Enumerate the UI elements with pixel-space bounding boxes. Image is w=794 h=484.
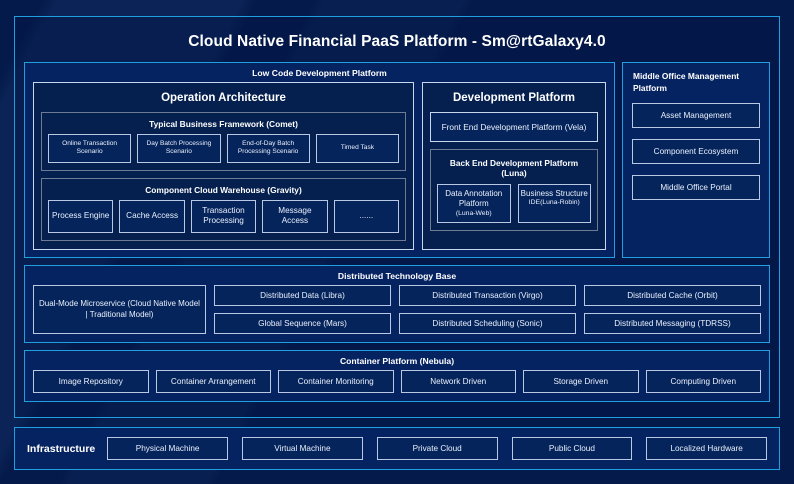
typical-business-framework-group: Typical Business Framework (Comet) Onlin… bbox=[41, 112, 406, 171]
component-cloud-warehouse-title: Component Cloud Warehouse (Gravity) bbox=[145, 184, 302, 195]
infrastructure-item-localized-hardware[interactable]: Localized Hardware bbox=[646, 437, 768, 460]
dual-mode-microservice-box[interactable]: Dual-Mode Microservice (Cloud Native Mod… bbox=[33, 284, 206, 334]
middle-office-panel: Middle Office Management Platform Asset … bbox=[622, 62, 770, 258]
distributed-technology-columns: Distributed Data (Libra) Global Sequence… bbox=[214, 284, 761, 334]
low-code-columns: Operation Architecture Typical Business … bbox=[25, 82, 614, 250]
middle-office-item-component-ecosystem[interactable]: Component Ecosystem bbox=[632, 139, 760, 165]
container-item-container-arrangement[interactable]: Container Arrangement bbox=[155, 369, 271, 393]
warehouse-item[interactable]: Message Access bbox=[262, 199, 328, 233]
warehouse-item[interactable]: Transaction Processing bbox=[190, 199, 257, 233]
data-annotation-platform[interactable]: Data Annotation Platform (Luna-Web) bbox=[437, 184, 511, 223]
infrastructure-panel: Infrastructure Physical Machine Virtual … bbox=[14, 427, 780, 470]
distributed-cache-cell[interactable]: Distributed Cache (Orbit) bbox=[584, 284, 761, 306]
framework-item[interactable]: Timed Task bbox=[315, 134, 399, 163]
platform-frame: Cloud Native Financial PaaS Platform - S… bbox=[14, 16, 780, 418]
infrastructure-item-public-cloud[interactable]: Public Cloud bbox=[511, 437, 633, 460]
back-end-items: Data Annotation Platform (Luna-Web) Busi… bbox=[437, 184, 591, 223]
back-end-development-platform-title: Back End Development Platform (Luna) bbox=[449, 158, 579, 178]
business-structure-ide-sublabel: IDE(Luna-Robin) bbox=[528, 199, 580, 207]
middle-office-title: Middle Office Management Platform bbox=[633, 71, 740, 93]
data-annotation-platform-label: Data Annotation Platform bbox=[445, 189, 503, 209]
low-code-platform-title: Low Code Development Platform bbox=[252, 68, 387, 78]
back-end-development-platform-group: Back End Development Platform (Luna) Dat… bbox=[430, 149, 598, 231]
low-code-platform-panel: Low Code Development Platform Operation … bbox=[24, 62, 615, 258]
framework-item[interactable]: End-of-Day Batch Processing Scenario bbox=[226, 134, 310, 163]
infrastructure-item-virtual-machine[interactable]: Virtual Machine bbox=[242, 437, 363, 460]
infrastructure-item-private-cloud[interactable]: Private Cloud bbox=[376, 437, 498, 460]
container-item-computing-driven[interactable]: Computing Driven bbox=[645, 369, 761, 393]
framework-item[interactable]: Online Transaction Scenario bbox=[48, 134, 132, 163]
container-platform-title: Container Platform (Nebula) bbox=[339, 355, 455, 366]
middle-office-item-asset-management[interactable]: Asset Management bbox=[632, 103, 760, 129]
distributed-technology-base-panel: Distributed Technology Base Dual-Mode Mi… bbox=[24, 264, 770, 343]
distributed-column: Distributed Data (Libra) Global Sequence… bbox=[214, 284, 391, 334]
infrastructure-items: Physical Machine Virtual Machine Private… bbox=[107, 437, 768, 460]
distributed-scheduling-cell[interactable]: Distributed Scheduling (Sonic) bbox=[399, 312, 576, 334]
middle-office-item-portal[interactable]: Middle Office Portal bbox=[632, 175, 760, 201]
data-annotation-platform-sublabel: (Luna-Web) bbox=[455, 209, 492, 217]
front-end-development-platform[interactable]: Front End Development Platform (Vela) bbox=[430, 112, 598, 142]
container-item-container-monitoring[interactable]: Container Monitoring bbox=[278, 369, 394, 393]
distributed-technology-base-title: Distributed Technology Base bbox=[337, 270, 457, 281]
component-cloud-warehouse-items: Process Engine Cache Access Transaction … bbox=[48, 199, 400, 233]
container-item-network-driven[interactable]: Network Driven bbox=[400, 369, 516, 393]
container-item-image-repository[interactable]: Image Repository bbox=[33, 369, 149, 393]
global-sequence-cell[interactable]: Global Sequence (Mars) bbox=[214, 312, 391, 334]
development-platform-panel: Development Platform Front End Developme… bbox=[422, 82, 606, 250]
infrastructure-label: Infrastructure bbox=[27, 442, 96, 455]
container-platform-items: Image Repository Container Arrangement C… bbox=[25, 369, 769, 393]
distributed-data-cell[interactable]: Distributed Data (Libra) bbox=[214, 284, 391, 306]
typical-business-framework-items: Online Transaction Scenario Day Batch Pr… bbox=[48, 134, 399, 163]
distributed-technology-base-body: Dual-Mode Microservice (Cloud Native Mod… bbox=[25, 284, 769, 334]
container-item-storage-driven[interactable]: Storage Driven bbox=[523, 369, 639, 393]
distributed-column: Distributed Transaction (Virgo) Distribu… bbox=[399, 284, 576, 334]
distributed-column: Distributed Cache (Orbit) Distributed Me… bbox=[584, 284, 761, 334]
business-structure-ide-label: Business Structure bbox=[520, 189, 588, 198]
warehouse-item[interactable]: Process Engine bbox=[48, 199, 114, 233]
distributed-messaging-cell[interactable]: Distributed Messaging (TDRSS) bbox=[584, 312, 761, 334]
warehouse-item-more[interactable]: ...... bbox=[333, 199, 400, 233]
warehouse-item[interactable]: Cache Access bbox=[119, 199, 185, 233]
business-structure-ide[interactable]: Business Structure IDE(Luna-Robin) bbox=[517, 184, 591, 223]
infrastructure-item-physical-machine[interactable]: Physical Machine bbox=[107, 437, 229, 460]
operation-architecture-title: Operation Architecture bbox=[161, 92, 286, 104]
development-platform-title: Development Platform bbox=[452, 92, 576, 104]
container-platform-panel: Container Platform (Nebula) Image Reposi… bbox=[24, 349, 770, 402]
operation-architecture-panel: Operation Architecture Typical Business … bbox=[33, 82, 414, 250]
page-title: Cloud Native Financial PaaS Platform - S… bbox=[188, 33, 606, 50]
distributed-transaction-cell[interactable]: Distributed Transaction (Virgo) bbox=[399, 284, 576, 306]
top-region: Low Code Development Platform Operation … bbox=[24, 62, 770, 258]
framework-item[interactable]: Day Batch Processing Scenario bbox=[137, 134, 221, 163]
component-cloud-warehouse-group: Component Cloud Warehouse (Gravity) Proc… bbox=[41, 177, 406, 241]
typical-business-framework-title: Typical Business Framework (Comet) bbox=[149, 119, 298, 129]
